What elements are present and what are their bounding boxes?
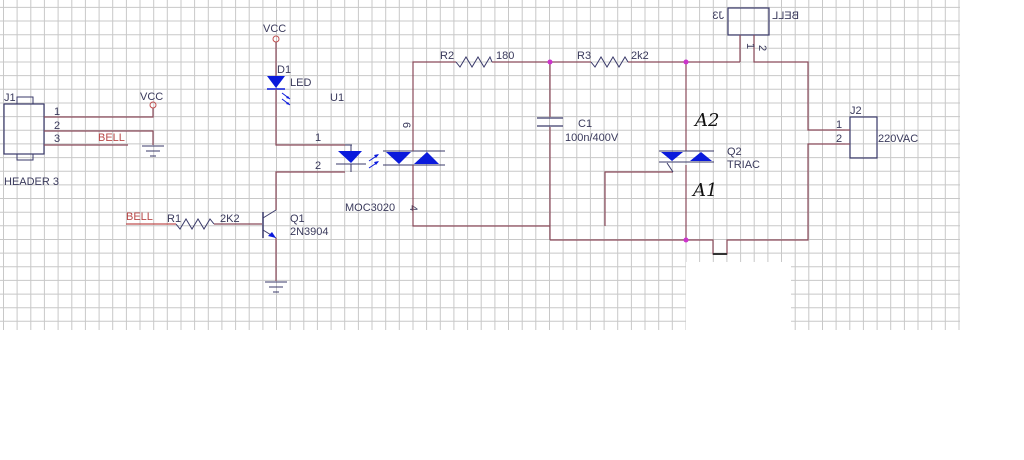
vcc-symbol-1	[149, 101, 157, 109]
j1-ref: J1	[4, 92, 16, 104]
j3-bell-connector[interactable]: J3 BELL 1 2	[712, 7, 799, 51]
u1-pin-1: 1	[315, 132, 321, 144]
grid	[0, 0, 960, 330]
j2-pin-1: 1	[836, 119, 842, 131]
r2-ref: R2	[440, 50, 454, 62]
j2-connector[interactable]: J2 220VAC 1 2	[836, 105, 918, 159]
ground-icon-2	[265, 281, 287, 293]
q2-value: TRIAC	[727, 159, 760, 171]
d1-led[interactable]: D1 LED	[267, 64, 311, 106]
power-wires	[412, 45, 845, 255]
d1-ref: D1	[277, 64, 291, 76]
u1-value: MOC3020	[345, 202, 395, 214]
led-diode-icon	[267, 76, 285, 88]
u1-ref: U1	[330, 92, 344, 104]
r3-resistor[interactable]: R3 2k2	[577, 50, 649, 68]
q1-value: 2N3904	[290, 226, 329, 238]
handwritten-a1-annotation: A1	[691, 180, 717, 201]
q1-transistor[interactable]: Q1 2N3904	[262, 209, 329, 239]
opto-triac-icon-2	[414, 152, 439, 164]
j1-tab-top	[16, 96, 34, 105]
j2-ref: J2	[850, 105, 862, 117]
j1-header[interactable]: J1 HEADER 3 1 2 3	[3, 92, 60, 188]
triac-icon-1	[661, 152, 683, 161]
j2-value: 220VAC	[878, 133, 918, 145]
j3-pin-2: 2	[756, 45, 768, 51]
c1-value: 100n/400V	[565, 132, 619, 144]
r1-value: 2K2	[220, 213, 240, 225]
j2-pin-2: 2	[836, 133, 842, 145]
handwritten-a2-annotation: A2	[693, 110, 719, 131]
wire-d1-u1pin1	[275, 89, 345, 146]
r1-ref: R1	[167, 213, 181, 225]
q2-ref: Q2	[727, 146, 742, 158]
bell-net-label-1: BELL	[98, 132, 125, 144]
d1-value: LED	[290, 77, 311, 89]
r1-resistor[interactable]: R1 2K2	[167, 213, 240, 230]
junction-dot	[547, 59, 553, 65]
r2-value: 180	[496, 50, 514, 62]
c1-ref: C1	[578, 118, 592, 130]
j1-wires	[44, 108, 154, 146]
junction-dot	[683, 237, 689, 243]
r2-resistor[interactable]: R2 180	[440, 50, 514, 68]
j1-body	[3, 103, 45, 155]
j1-tab-bottom	[16, 153, 34, 161]
j2-body	[849, 116, 878, 159]
u1-pin-2: 2	[315, 160, 321, 172]
j3-body	[727, 7, 770, 36]
opto-triac-icon-1	[386, 152, 411, 164]
j3-pin-1: 1	[744, 43, 756, 49]
blank-patch	[686, 262, 791, 332]
j3-value: BELL	[772, 10, 799, 22]
u1-optocoupler[interactable]: U1 1 2 6 4 MOC3020	[315, 92, 445, 214]
c1-capacitor[interactable]: C1 100n/400V	[537, 117, 619, 144]
vcc-label-2: VCC	[263, 23, 286, 35]
triac-icon-2	[690, 152, 712, 161]
j1-pin-1: 1	[54, 106, 60, 118]
junction-dot	[683, 59, 689, 65]
u1-pin-6: 6	[400, 122, 412, 128]
r3-value: 2k2	[631, 50, 649, 62]
r3-ref: R3	[577, 50, 591, 62]
j1-value: HEADER 3	[4, 176, 59, 188]
opto-led-icon	[338, 151, 362, 163]
ground-icon-1	[142, 145, 164, 157]
q1-ref: Q1	[290, 213, 305, 225]
j3-ref: J3	[712, 10, 724, 22]
emitter-arrow-icon	[268, 232, 276, 238]
vcc-label-1: VCC	[140, 91, 163, 103]
q2-triac[interactable]: Q2 TRIAC	[659, 146, 760, 173]
bell-net-label-2: BELL	[126, 211, 153, 223]
j1-pin-3: 3	[54, 133, 60, 145]
wire-u1pin2-q1	[275, 171, 345, 198]
j1-pin-2: 2	[54, 120, 60, 132]
